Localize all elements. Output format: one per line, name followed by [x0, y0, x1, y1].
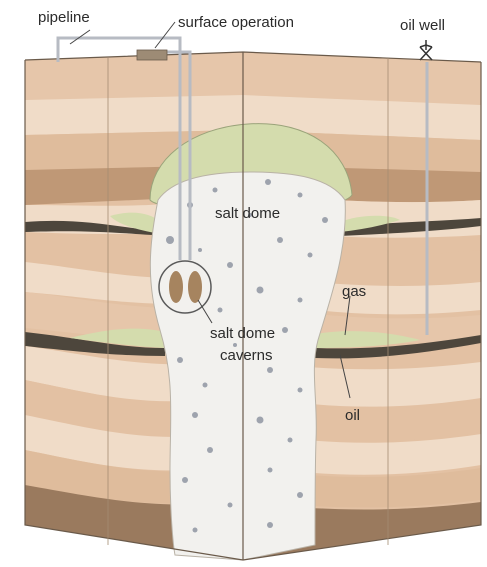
oil-label: oil [345, 407, 360, 424]
left-layer-2 [25, 95, 243, 135]
salt-dome-caverns-label-line1: salt dome [210, 325, 275, 342]
oil-well-label: oil well [400, 17, 445, 34]
salt-dome-caverns-label-line2: caverns [220, 347, 273, 364]
surface-operation-label: surface operation [178, 14, 294, 31]
cavern-right [188, 271, 202, 303]
gas-label: gas [342, 283, 366, 300]
oil-well-derrick-icon [420, 40, 432, 60]
surface-operation-building [137, 50, 167, 60]
pipeline-label: pipeline [38, 9, 90, 26]
cavern-left [169, 271, 183, 303]
salt-dome-label: salt dome [215, 205, 280, 222]
